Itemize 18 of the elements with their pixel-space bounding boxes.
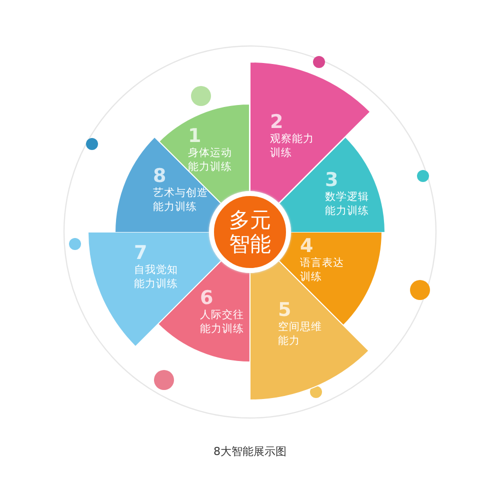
sector-number: 5 xyxy=(278,300,292,320)
sector-label: 空间思维能力 xyxy=(278,320,323,348)
sector-number: 7 xyxy=(134,243,148,263)
sector-number: 8 xyxy=(153,166,166,186)
sector-number: 4 xyxy=(300,236,314,256)
sector-number: 2 xyxy=(270,112,284,132)
sector-label: 身体运动能力训练 xyxy=(188,146,233,174)
sector-label: 语言表达训练 xyxy=(300,256,345,284)
center-title: 多元智能 xyxy=(228,208,272,256)
sector-label: 人际交往能力训练 xyxy=(200,308,245,336)
sector-label: 自我觉知能力训练 xyxy=(134,263,179,291)
sector-label: 观察能力训练 xyxy=(270,132,315,160)
sector-label: 艺术与创造能力训练 xyxy=(153,186,209,214)
sector-number: 6 xyxy=(200,288,214,308)
sector-number: 1 xyxy=(188,126,202,146)
sector-number: 3 xyxy=(325,170,338,190)
sector-label: 数学逻辑能力训练 xyxy=(325,190,370,218)
caption: 8大智能展示图 xyxy=(214,445,286,458)
